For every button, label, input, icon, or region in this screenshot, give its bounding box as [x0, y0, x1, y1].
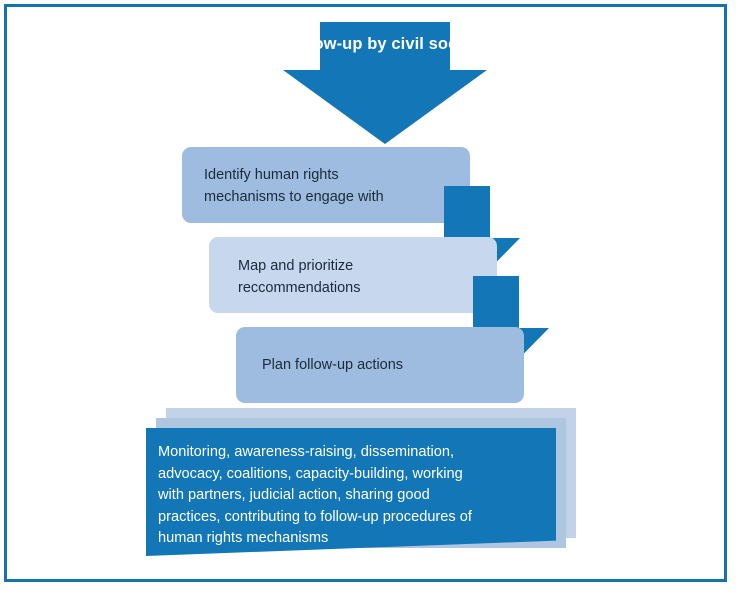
step-box-map-prioritize[interactable] — [209, 237, 497, 313]
step-box-identify-mechanisms[interactable] — [182, 147, 470, 223]
title-arrow-shape: Follow-up by civil society — [283, 22, 487, 144]
step-box-map-prioritize-label: Map and prioritize reccommendations — [238, 258, 361, 296]
step-box-identify-mechanisms-label: Identify human rights mechanisms to enga… — [204, 167, 384, 205]
arrow-down-icon — [283, 22, 487, 144]
step-box-plan-actions[interactable] — [236, 327, 524, 403]
outcome-card-label: Monitoring, awareness-raising, dissemina… — [158, 444, 472, 546]
outcome-card-layer-front — [146, 428, 556, 556]
step-box-plan-actions-label: Plan follow-up actions — [262, 357, 404, 373]
outcome-card-stack[interactable]: Monitoring, awareness-raising, dissemina… — [146, 408, 586, 563]
